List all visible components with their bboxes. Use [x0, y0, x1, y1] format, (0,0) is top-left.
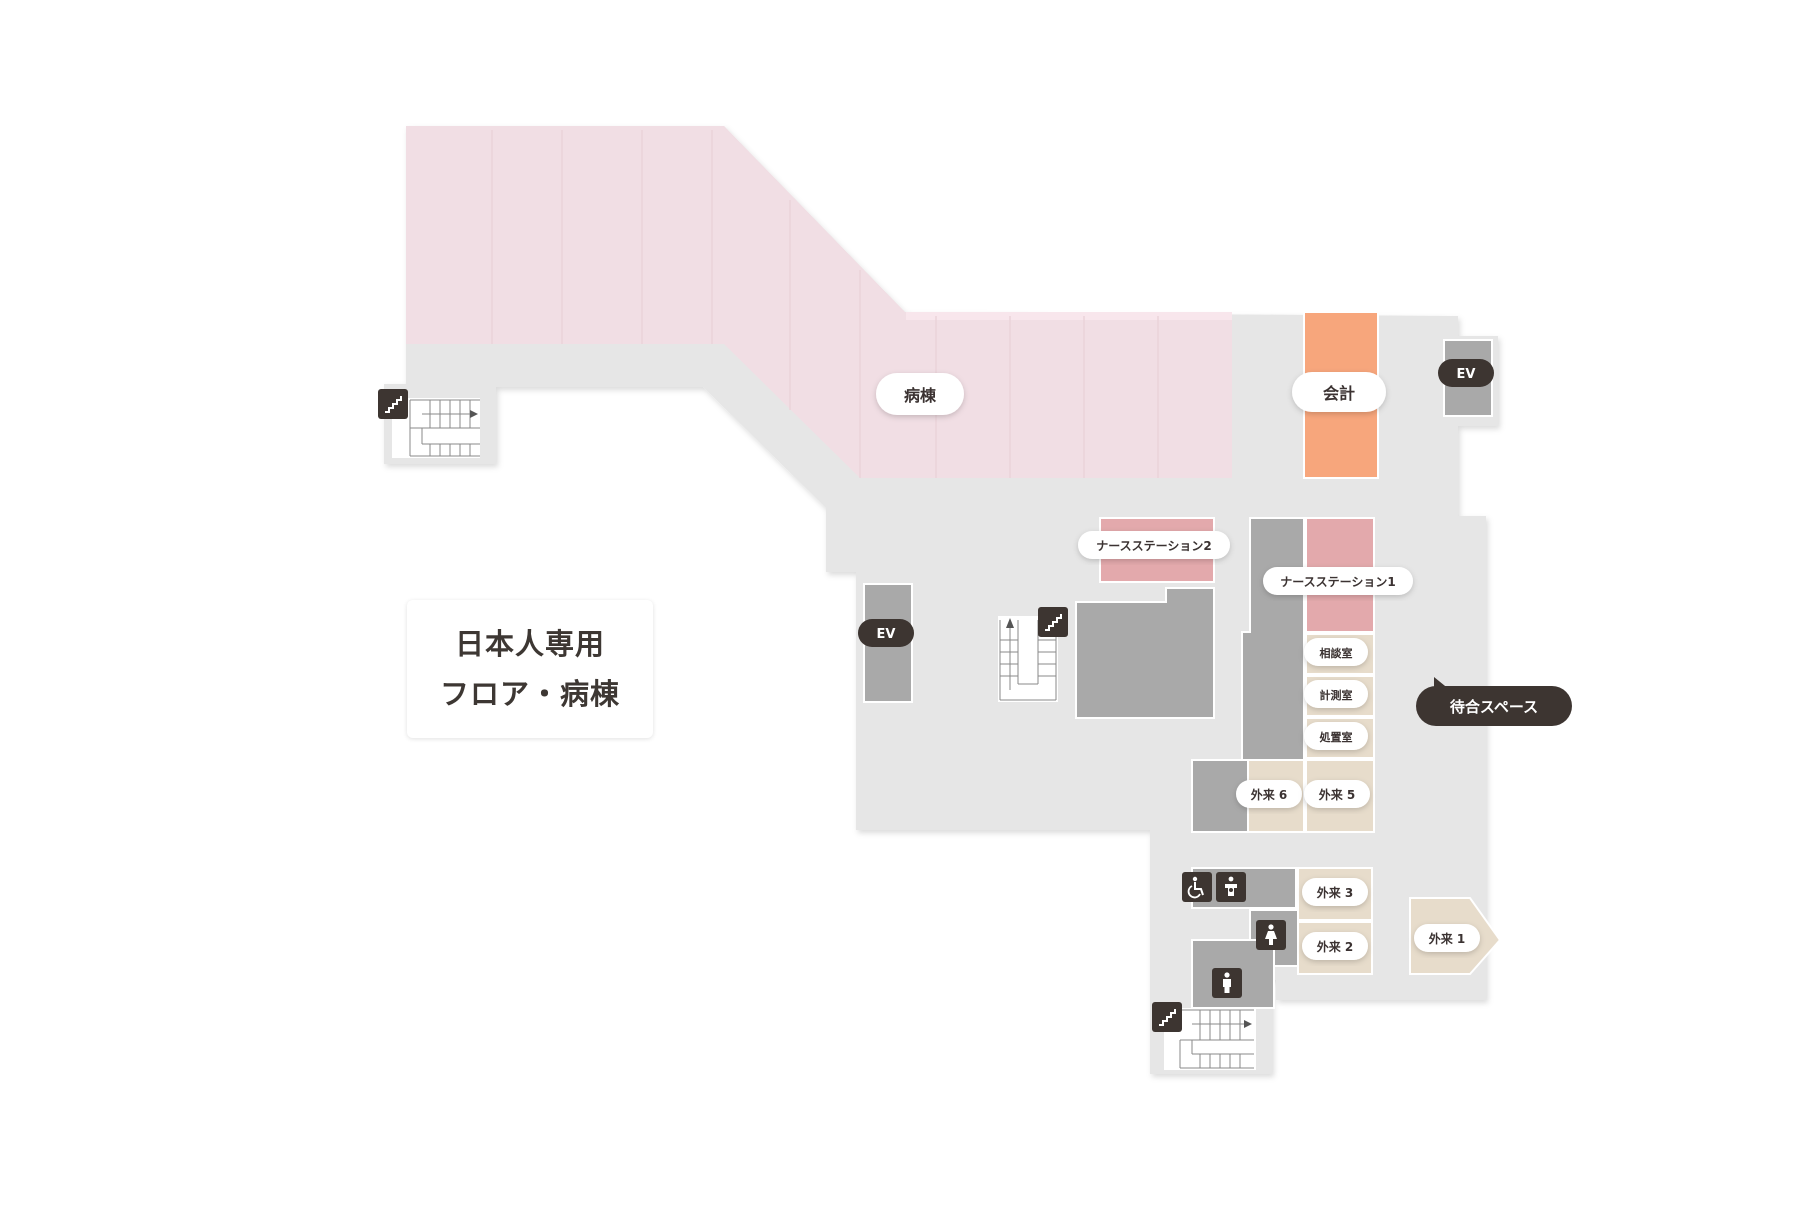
svg-text:ナースステーション2: ナースステーション2 — [1096, 539, 1212, 553]
wheelchair-restroom-icon — [1182, 872, 1212, 902]
svg-text:会計: 会計 — [1323, 384, 1355, 403]
female-restroom-icon — [1256, 920, 1286, 950]
ev-top-label[interactable]: EV — [1438, 359, 1494, 387]
ward-rooms — [406, 126, 1232, 478]
outpatient-2-label[interactable]: 外来 2 — [1302, 932, 1368, 960]
svg-text:EV: EV — [877, 627, 896, 642]
floor-title-line1: 日本人専用 — [454, 627, 605, 661]
outpatient-5-label[interactable]: 外来 5 — [1304, 780, 1370, 808]
svg-text:EV: EV — [1457, 367, 1476, 382]
svg-text:外来 6: 外来 6 — [1251, 787, 1288, 802]
svg-text:ナースステーション1: ナースステーション1 — [1280, 575, 1396, 589]
svg-text:処置室: 処置室 — [1319, 730, 1353, 744]
outpatient-1-label[interactable]: 外来 1 — [1414, 924, 1480, 952]
measurement-room-label[interactable]: 計測室 — [1304, 680, 1368, 708]
treatment-room-label[interactable]: 処置室 — [1304, 722, 1368, 750]
male-restroom-icon — [1212, 968, 1242, 998]
baby-care-icon — [1216, 872, 1246, 902]
outpatient-6-label[interactable]: 外来 6 — [1236, 780, 1302, 808]
svg-text:相談室: 相談室 — [1320, 646, 1353, 660]
ev-mid-label[interactable]: EV — [858, 619, 914, 647]
consultation-room-label[interactable]: 相談室 — [1304, 638, 1368, 666]
stairs-icon — [1038, 607, 1068, 637]
stairs-icon — [1152, 1002, 1182, 1032]
nurse-station-1-label[interactable]: ナースステーション1 — [1263, 567, 1413, 595]
svg-text:外来 1: 外来 1 — [1429, 931, 1466, 946]
floor-title-card: 日本人専用 フロア・病棟 — [407, 600, 653, 738]
floor-title-line2: フロア・病棟 — [439, 677, 620, 711]
nurse-station-2-label[interactable]: ナースステーション2 — [1078, 531, 1230, 559]
svg-text:外来 3: 外来 3 — [1317, 885, 1354, 900]
stairs-center — [998, 616, 1058, 702]
outpatient-3-label[interactable]: 外来 3 — [1302, 878, 1368, 906]
svg-text:外来 2: 外来 2 — [1317, 939, 1354, 954]
svg-text:病棟: 病棟 — [904, 386, 937, 405]
cashier-label[interactable]: 会計 — [1292, 372, 1386, 412]
stairs-icon — [378, 389, 408, 419]
svg-text:待合スペース: 待合スペース — [1450, 698, 1538, 716]
waiting-space-label[interactable]: 待合スペース — [1416, 677, 1572, 726]
svg-text:計測室: 計測室 — [1320, 688, 1353, 702]
svg-text:外来 5: 外来 5 — [1319, 787, 1356, 802]
ward-label[interactable]: 病棟 — [876, 373, 964, 415]
